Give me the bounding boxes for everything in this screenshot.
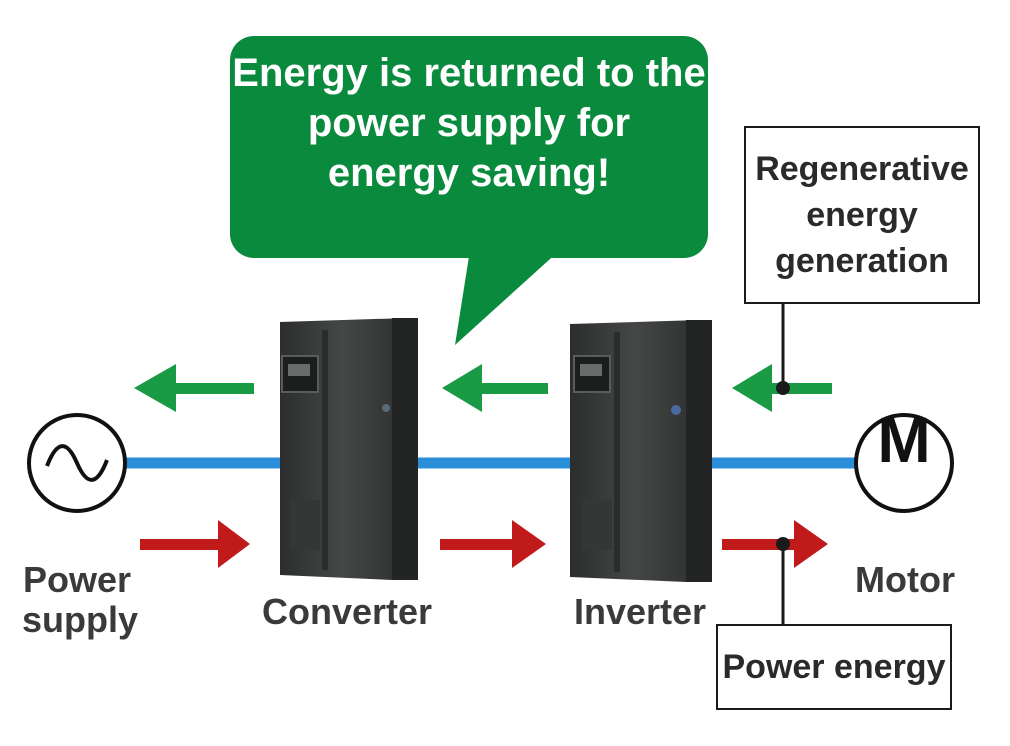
speech-bubble: [230, 36, 708, 345]
power-arrow-3: [722, 520, 828, 568]
converter-device: [280, 318, 418, 580]
bubble-line-1: Energy is returned to the: [232, 51, 706, 95]
regenerative-line-1: Regenerative: [755, 150, 969, 188]
power-supply-line-2: supply: [22, 599, 139, 640]
bubble-message: Energy is returned to the power supply f…: [232, 48, 706, 198]
ac-sine-source-icon: [27, 413, 127, 513]
power-arrow-2: [440, 520, 546, 568]
inverter-label: Inverter: [573, 591, 707, 632]
bubble-line-3: energy saving!: [327, 151, 611, 195]
regen-arrow-2: [442, 364, 548, 412]
power-supply-label: Power supply: [22, 559, 139, 640]
motor-label: Motor: [855, 559, 955, 600]
regenerative-line-3: generation: [775, 242, 949, 280]
power-leader: [776, 537, 790, 626]
converter-label: Converter: [262, 591, 433, 632]
regenerative-line-2: energy: [806, 196, 918, 234]
regenerative-callout: Regenerative energy generation: [744, 126, 980, 304]
regen-arrow-3: [732, 364, 832, 412]
regen-arrow-1: [134, 364, 254, 412]
power-energy-label: Power energy: [722, 648, 946, 686]
inverter-device: [570, 320, 712, 582]
motor-symbol: M: [877, 404, 931, 476]
power-supply-line-1: Power: [22, 559, 132, 600]
power-arrow-1: [140, 520, 250, 568]
regen-leader: [776, 302, 790, 395]
bubble-line-2: power supply for: [307, 101, 631, 145]
motor-icon: [854, 413, 954, 513]
power-energy-callout: Power energy: [716, 624, 952, 710]
